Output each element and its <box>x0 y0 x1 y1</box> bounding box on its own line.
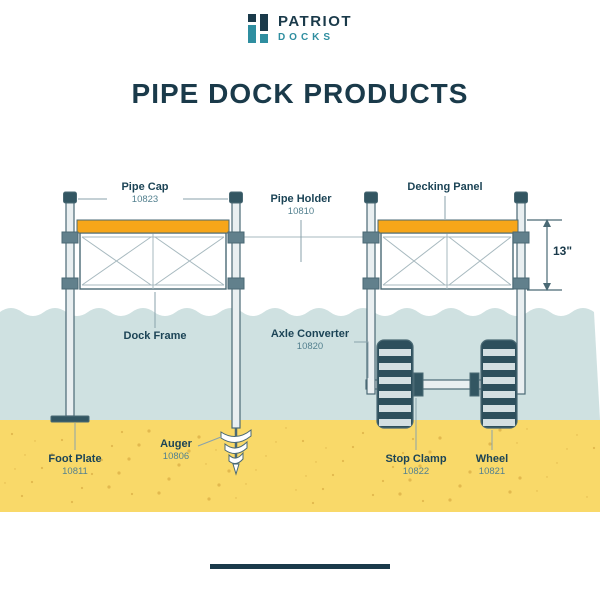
footer-bar <box>210 564 390 569</box>
label-wheel: Wheel 10821 <box>476 453 508 478</box>
part-name: Dock Frame <box>123 330 187 342</box>
label-auger: Auger 10806 <box>160 438 192 463</box>
stop-clamp-shape <box>413 372 424 397</box>
diagram: Pipe Cap 10823 Pipe Holder 10810 Decking… <box>0 140 600 600</box>
part-sku: 10823 <box>131 194 159 206</box>
part-name: Axle Converter <box>270 328 350 340</box>
part-sku: 10810 <box>287 206 315 218</box>
pipe-cap-shape <box>229 191 243 204</box>
header: PATRIOT DOCKS <box>0 13 600 43</box>
pipe-cap-shape <box>364 191 378 204</box>
leader-lines <box>74 196 493 450</box>
label-dock-frame: Dock Frame <box>124 330 187 343</box>
dimension-arrow <box>527 219 562 291</box>
label-pipe-cap: Pipe Cap 10823 <box>121 181 168 206</box>
brand-text: PATRIOT DOCKS <box>278 13 352 43</box>
stop-clamp-shape <box>469 372 480 397</box>
label-stop-clamp: Stop Clamp 10822 <box>385 453 446 478</box>
pipe-holder-clamp <box>512 277 530 290</box>
pipe-holder-clamp <box>362 231 380 244</box>
part-sku: 10806 <box>162 451 190 463</box>
right-dock <box>362 191 530 429</box>
dock-frame-truss <box>382 233 512 289</box>
part-name: Decking Panel <box>407 181 483 193</box>
label-foot-plate: Foot Plate 10811 <box>48 453 101 478</box>
pipe-holder-clamp <box>227 231 245 244</box>
part-name: Pipe Holder <box>270 193 332 205</box>
label-decking-panel: Decking Panel <box>407 181 482 194</box>
decking-panel-shape <box>377 219 519 234</box>
diagram-canvas <box>0 191 600 512</box>
pipe-holder-clamp <box>227 277 245 290</box>
left-dock <box>50 191 252 476</box>
patriot-docks-logo-icon <box>247 13 269 43</box>
part-sku: 10811 <box>62 466 88 478</box>
pipe-holder-clamp <box>512 231 530 244</box>
wheel-left <box>376 339 414 429</box>
wheel-right <box>480 339 518 429</box>
pipe-holder-clamp <box>61 277 79 290</box>
pipe-cap-shape <box>514 191 528 204</box>
lakebed-sand <box>0 420 600 512</box>
label-dimension-13in: 13" <box>553 244 573 258</box>
part-sku: 10820 <box>296 341 324 353</box>
dock-frame-truss <box>81 233 225 289</box>
page-title: PIPE DOCK PRODUCTS <box>131 78 469 109</box>
sand-speckles <box>4 427 596 505</box>
decking-panel-shape <box>76 219 230 234</box>
auger-shape <box>220 428 252 476</box>
brand-sub: DOCKS <box>277 32 335 43</box>
label-axle-converter: Axle Converter 10820 <box>271 328 349 353</box>
part-name: Wheel <box>475 453 509 465</box>
pipe-holder-clamp <box>362 277 380 290</box>
brand-name: PATRIOT <box>277 13 353 30</box>
water <box>0 308 600 420</box>
foot-plate-shape <box>50 415 90 423</box>
part-name: Pipe Cap <box>121 181 169 193</box>
part-name: Foot Plate <box>48 453 102 465</box>
pipe-holder-clamp <box>61 231 79 244</box>
part-sku: 10822 <box>402 466 430 478</box>
pipe-cap-shape <box>63 191 77 204</box>
part-sku: 10821 <box>478 466 506 478</box>
part-name: Auger <box>160 438 192 450</box>
part-name: Stop Clamp <box>385 453 447 465</box>
label-pipe-holder: Pipe Holder 10810 <box>270 193 331 218</box>
